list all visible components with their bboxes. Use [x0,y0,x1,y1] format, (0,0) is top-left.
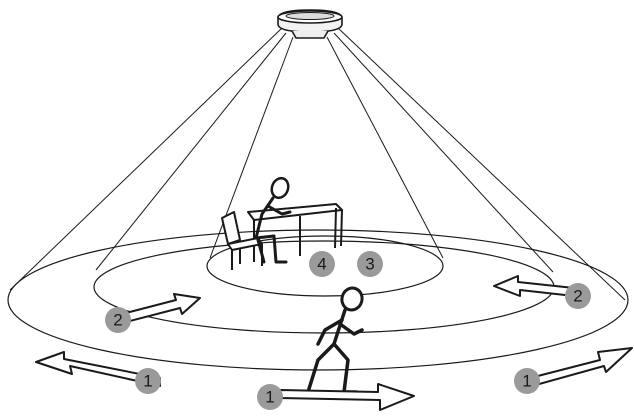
zone-4-badge: 4 [309,251,335,277]
zone-1-left-badge: 1 [135,368,161,394]
zone-2-left-badge: 2 [105,307,131,333]
zone-3-badge: 3 [357,251,383,277]
detection-cone-lines [9,27,626,301]
zone-1-right-badge-label: 1 [522,372,531,391]
zone-1-outer-ellipse [7,229,629,371]
movement-arrows [35,275,633,411]
zone-2-left-arrow [121,293,201,323]
zone-1-right-badge: 1 [514,368,540,394]
zone-4-badge-label: 4 [317,255,326,274]
detection-zones [7,229,629,371]
seated-person-icon [254,176,292,264]
zone-1-right-arrow [529,347,633,387]
zone-1-center-badge-label: 1 [265,388,274,407]
zone-1-left-badge-label: 1 [143,372,152,391]
zone-3-inner-ellipse [206,235,444,297]
zone-3-badge-label: 3 [365,255,374,274]
walking-person-icon [306,286,364,394]
zone-2-right-badge: 2 [565,283,591,309]
ceiling-sensor-icon [277,9,343,39]
desk-and-chair-icon [221,203,343,270]
zone-2-right-arrow [493,275,575,297]
zone-badges: 1 1 1 2 2 3 4 [105,251,591,410]
zone-2-left-badge-label: 2 [113,311,122,330]
zone-2-right-badge-label: 2 [573,287,582,306]
zone-1-center-arrow [279,383,415,411]
zone-1-center-badge: 1 [257,384,283,410]
